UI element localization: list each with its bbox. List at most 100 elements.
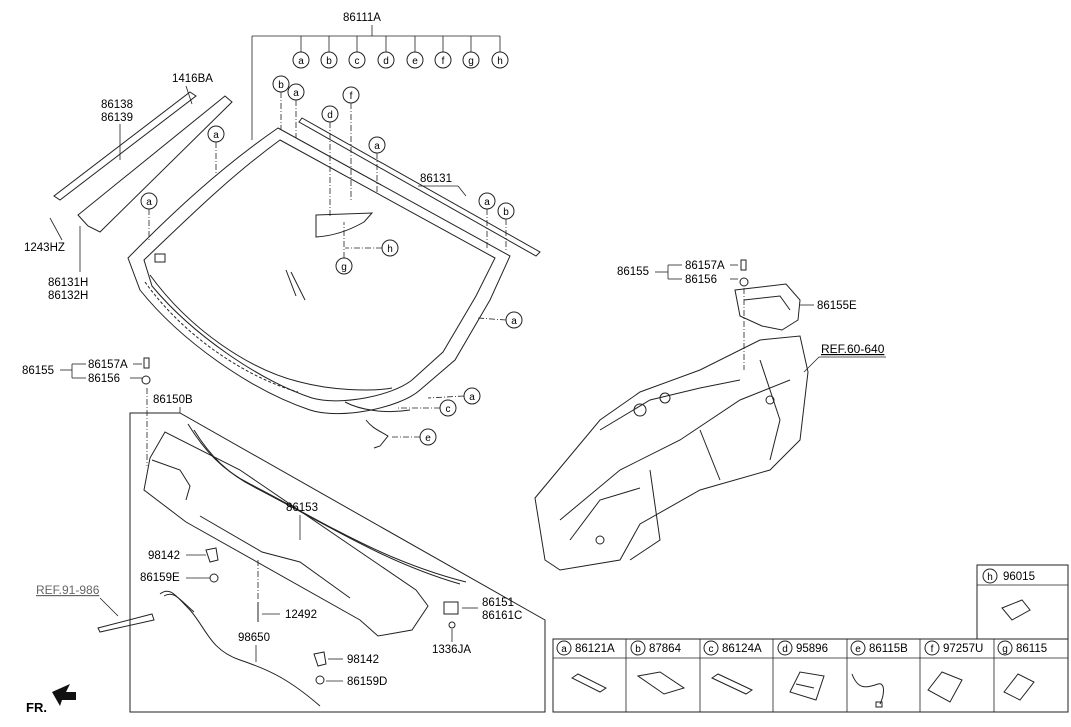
svg-text:h: h — [387, 244, 393, 255]
svg-text:FR.: FR. — [26, 700, 47, 715]
body-frame: REF.60-640 — [534, 335, 886, 571]
callout-a-left: a — [140, 192, 158, 242]
callout-a-left-top: a — [207, 125, 225, 176]
callout-f: f — [342, 86, 360, 200]
svg-text:86124A: 86124A — [722, 643, 762, 655]
svg-text:86157A: 86157A — [88, 359, 128, 371]
svg-text:g: g — [341, 262, 347, 273]
cowl-assembly: 86150B 86153 98142 86159E 12492 98650 98… — [129, 388, 546, 713]
svg-text:86139: 86139 — [101, 112, 133, 124]
legend-top-h: h 96015 — [982, 568, 1035, 621]
wiper-ref: REF.91-986 — [36, 583, 155, 633]
svg-text:a: a — [293, 88, 299, 99]
svg-text:h: h — [987, 572, 993, 583]
svg-text:a: a — [374, 141, 380, 152]
label-86111A: 86111A — [343, 12, 381, 24]
legend-cell-e: e 86115B — [850, 640, 908, 708]
svg-text:c: c — [355, 56, 360, 67]
header-letter-e: e — [406, 51, 424, 69]
legend-cell-c: c 86124A — [703, 640, 762, 695]
callout-e: e — [392, 428, 437, 446]
callout-a2: a — [368, 136, 386, 192]
windshield-callout: 86111A a b c d e f g h — [251, 12, 509, 140]
left-bracket-group: 86155 86157A 86156 — [22, 357, 151, 385]
svg-text:86151: 86151 — [482, 597, 514, 609]
svg-text:86150B: 86150B — [153, 394, 193, 406]
svg-text:b: b — [278, 80, 284, 91]
svg-text:87864: 87864 — [649, 643, 682, 655]
svg-text:86159D: 86159D — [347, 676, 387, 688]
svg-text:86156: 86156 — [88, 373, 120, 385]
svg-text:d: d — [782, 644, 788, 655]
front-marker: FR. — [26, 684, 76, 715]
svg-text:86115B: 86115B — [869, 643, 908, 655]
svg-text:e: e — [855, 644, 861, 655]
callout-c: c — [398, 399, 457, 417]
svg-text:86153: 86153 — [286, 502, 318, 514]
svg-text:a: a — [484, 197, 490, 208]
callout-b1: b — [272, 75, 290, 130]
svg-text:e: e — [425, 433, 431, 444]
right-bracket-group: 86155 86157A 86156 86155E — [617, 259, 857, 370]
svg-text:REF.60-640: REF.60-640 — [821, 342, 885, 356]
svg-text:86156: 86156 — [685, 274, 717, 286]
callout-h: h — [345, 239, 399, 257]
legend-cell-d: d 95896 — [777, 640, 828, 701]
svg-text:a: a — [511, 316, 517, 327]
svg-text:86138: 86138 — [101, 99, 133, 111]
header-letter-g: g — [462, 51, 480, 69]
svg-text:96015: 96015 — [1003, 571, 1035, 583]
svg-text:12492: 12492 — [285, 609, 317, 621]
svg-text:f: f — [350, 91, 353, 102]
svg-text:g: g — [1002, 644, 1008, 655]
svg-text:86132H: 86132H — [48, 290, 88, 302]
callout-a-right: a — [477, 311, 523, 329]
top-mould-86131: 86131 — [298, 117, 541, 257]
svg-text:1243HZ: 1243HZ — [24, 242, 65, 254]
svg-text:86131H: 86131H — [48, 277, 88, 289]
svg-text:REF.91-986: REF.91-986 — [36, 583, 100, 597]
callout-g: g — [335, 222, 353, 275]
svg-text:86131: 86131 — [420, 173, 452, 185]
svg-text:d: d — [383, 56, 389, 67]
svg-text:86155E: 86155E — [817, 300, 857, 312]
svg-text:86115: 86115 — [1016, 643, 1047, 655]
svg-text:86157A: 86157A — [685, 260, 725, 272]
legend-cell-f: f 97257U — [924, 640, 983, 703]
header-letter-a: a — [292, 51, 310, 69]
svg-text:c: c — [709, 644, 714, 655]
svg-text:e: e — [412, 56, 418, 67]
header-letter-f: f — [434, 51, 452, 69]
side-mould-left: 1416BA 86138 86139 1243HZ 86131H 86132H — [24, 73, 233, 302]
svg-text:g: g — [468, 56, 474, 67]
svg-text:a: a — [469, 392, 475, 403]
svg-text:1416BA: 1416BA — [172, 73, 213, 85]
svg-text:h: h — [497, 56, 503, 67]
svg-text:98650: 98650 — [238, 632, 270, 644]
svg-text:a: a — [146, 197, 152, 208]
svg-text:95896: 95896 — [796, 643, 828, 655]
svg-text:97257U: 97257U — [943, 643, 983, 655]
svg-text:d: d — [327, 110, 333, 121]
windshield-glass — [127, 127, 511, 415]
svg-text:f: f — [931, 644, 934, 655]
svg-text:86161C: 86161C — [482, 610, 522, 622]
header-letter-b: b — [320, 51, 338, 69]
callout-a-bottom: a — [427, 387, 481, 405]
callout-d: d — [321, 105, 339, 218]
header-letter-c: c — [348, 51, 366, 69]
svg-text:a: a — [213, 130, 219, 141]
svg-text:b: b — [635, 644, 641, 655]
svg-text:b: b — [326, 56, 332, 67]
header-letter-h: h — [491, 51, 509, 69]
callout-a3: a — [478, 192, 496, 250]
svg-text:86155: 86155 — [22, 365, 54, 377]
svg-text:86155: 86155 — [617, 266, 649, 278]
svg-text:a: a — [561, 644, 567, 655]
windshield-letter-callouts: b a d f a a b a a g h a a c e — [140, 75, 523, 449]
svg-text:98142: 98142 — [148, 550, 180, 562]
header-letter-d: d — [377, 51, 395, 69]
callout-b2: b — [497, 202, 515, 252]
